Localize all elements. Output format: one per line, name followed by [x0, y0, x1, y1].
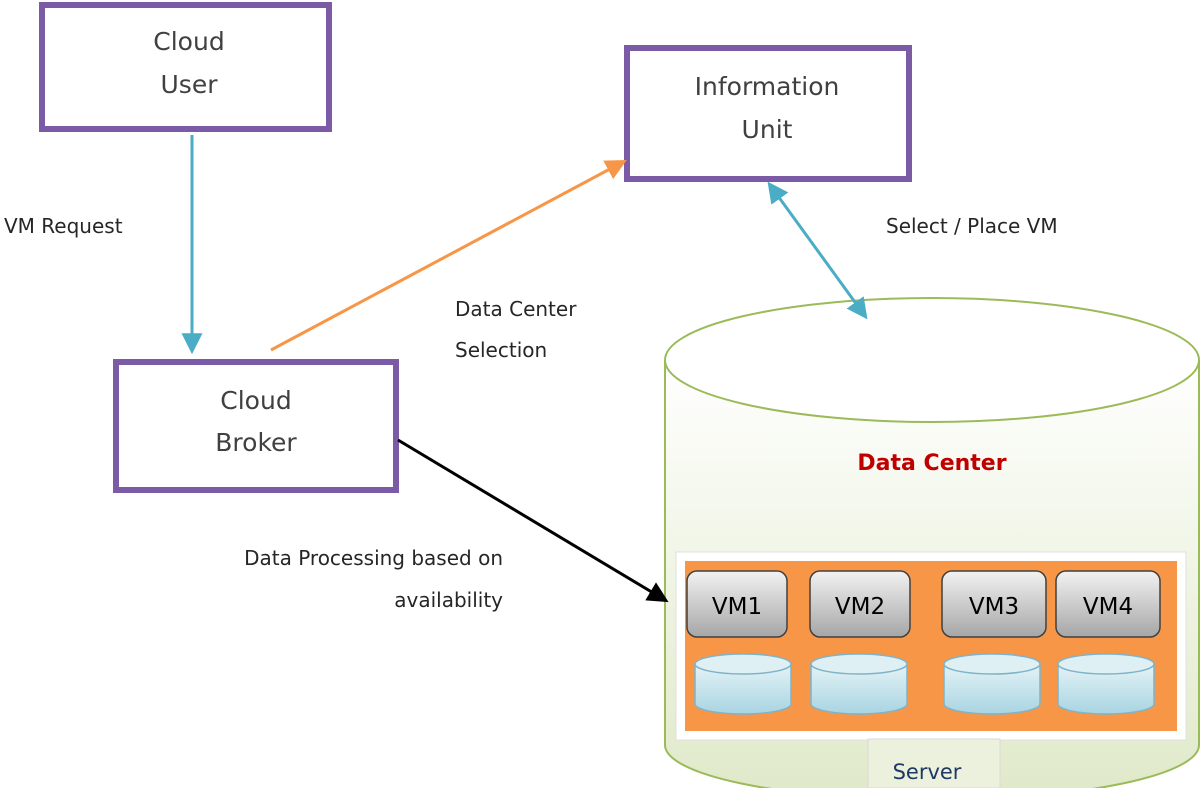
data-center-selection-arrow — [270, 160, 627, 352]
server-label: Server — [893, 760, 962, 784]
information-unit-label-line1: Information — [695, 72, 840, 101]
vm-label: VM3 — [969, 594, 1019, 620]
vm-label: VM1 — [712, 594, 762, 620]
vm-2: VM2 — [809, 570, 911, 638]
vm-label: VM4 — [1083, 594, 1133, 620]
data-processing-arrow — [397, 438, 669, 603]
vm-request-label: VM Request — [4, 214, 123, 238]
vm-3: VM3 — [941, 570, 1047, 638]
select-place-vm-label: Select / Place VM — [886, 214, 1058, 238]
data-processing-label-line1: Data Processing based on — [244, 546, 503, 570]
vm-1: VM1 — [686, 570, 788, 638]
cloud-broker-label-line1: Cloud — [220, 386, 291, 415]
information-unit-label-line2: Unit — [742, 115, 793, 144]
select-place-vm-arrow — [767, 181, 868, 320]
disk-1-icon — [694, 653, 792, 715]
data-processing-label-line2: availability — [394, 588, 503, 612]
data-center-selection-label-line1: Data Center — [455, 297, 577, 321]
vm-4: VM4 — [1055, 570, 1161, 638]
cloud-user-label-line2: User — [161, 70, 219, 99]
disk-4-icon — [1057, 653, 1155, 715]
disk-2-icon — [810, 653, 908, 715]
cloud-broker-box — [113, 359, 399, 493]
information-unit-box — [624, 45, 912, 182]
cloud-user-box — [39, 2, 332, 132]
data-center-label: Data Center — [857, 451, 1006, 476]
data-center-selection-label-line2: Selection — [455, 338, 547, 362]
server-label-box — [867, 738, 1001, 788]
cloud-user-label-line1: Cloud — [153, 27, 224, 56]
cloud-broker-label-line2: Broker — [215, 428, 297, 457]
disk-3-icon — [943, 653, 1041, 715]
vm-label: VM2 — [835, 594, 885, 620]
